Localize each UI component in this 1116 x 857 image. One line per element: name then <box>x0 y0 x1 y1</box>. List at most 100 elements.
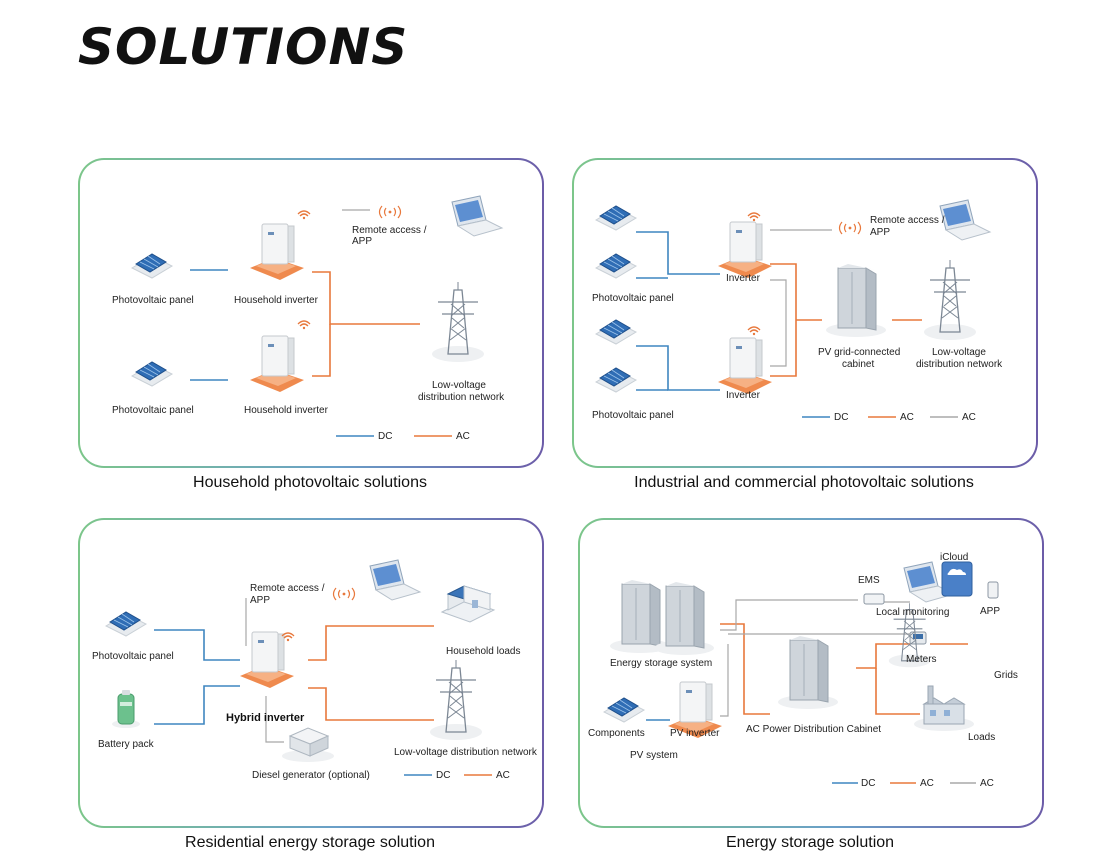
solar-panel-icon <box>595 367 637 393</box>
grids-label: Grids <box>994 670 1018 681</box>
ac-line <box>308 687 434 721</box>
phone-icon <box>987 581 999 599</box>
inverter-label: Inverter <box>726 273 761 284</box>
components-label: Components <box>588 728 645 739</box>
remote-access-label: Remote access / <box>352 225 427 236</box>
dc-line <box>154 629 240 661</box>
storage-caption: Energy storage solution <box>725 834 895 851</box>
generator-icon <box>281 727 335 763</box>
legend-ac-label: AC <box>456 431 470 442</box>
household-diagram: Photovoltaic panel Photovoltaic panel Ho… <box>112 195 505 442</box>
laptop-icon <box>369 559 421 601</box>
legend-ac-label: AC <box>920 778 934 789</box>
grid-label: Low-voltage <box>932 347 986 358</box>
dc-line <box>154 685 240 725</box>
inverter-label: Household inverter <box>244 405 329 416</box>
tower-icon <box>923 259 977 341</box>
wifi-icon <box>297 210 311 220</box>
grid-label: Low-voltage distribution network <box>394 747 538 758</box>
ems-label: EMS <box>858 575 880 586</box>
ess-label: Energy storage system <box>610 658 712 669</box>
solar-panel-icon <box>131 253 173 279</box>
solar-panel-icon <box>603 697 645 723</box>
inverter-label: Household inverter <box>234 295 319 306</box>
local-monitoring-label: Local monitoring <box>876 607 949 618</box>
legend-dc-label: DC <box>436 770 450 781</box>
residential-caption: Residential energy storage solution <box>185 834 435 851</box>
diesel-line <box>265 696 284 743</box>
signal-icon <box>838 221 862 235</box>
remote-access-label: Remote access / <box>870 215 945 226</box>
ac-line <box>312 324 331 377</box>
legend-dc-label: DC <box>834 412 848 423</box>
ac-cabinet-label: AC Power Distribution Cabinet <box>746 724 881 735</box>
wifi-icon <box>297 320 311 330</box>
ess-cabinet-icon <box>653 581 715 656</box>
residential-panel: Photovoltaic panel Battery pack Hybrid i… <box>78 518 544 828</box>
ac-line <box>875 668 920 715</box>
legend-ac-label: AC <box>900 412 914 423</box>
ac-line <box>856 643 910 669</box>
inverter-icon <box>249 223 305 281</box>
remote-access-label: Remote access / <box>250 583 325 594</box>
battery-label: Battery pack <box>98 739 155 750</box>
industrial-diagram: Photovoltaic panel Photovoltaic panel In… <box>592 199 1003 423</box>
pv-label: Photovoltaic panel <box>592 410 674 421</box>
solar-panel-icon <box>131 361 173 387</box>
solar-panel-icon <box>595 319 637 345</box>
solar-panel-icon <box>595 205 637 231</box>
ac2-line <box>720 599 858 631</box>
meters-label: Meters <box>906 654 937 665</box>
remote-access-label: APP <box>250 595 270 606</box>
cabinet-label: PV grid-connected <box>818 347 900 358</box>
solar-panel-icon <box>595 253 637 279</box>
diesel-label: Diesel generator (optional) <box>252 770 370 781</box>
storage-panel: iCloud EMS Local monitoring APP Energy s… <box>578 518 1044 828</box>
dc-line <box>636 345 720 391</box>
inverter-icon <box>239 631 295 689</box>
household-caption: Household photovoltaic solutions <box>193 474 427 491</box>
grid-label: Low-voltage <box>432 380 486 391</box>
legend-dc-label: DC <box>378 431 392 442</box>
ac2-line <box>770 279 787 367</box>
wifi-icon <box>747 326 761 336</box>
inverter-icon <box>717 221 773 279</box>
signal-icon <box>378 205 402 219</box>
tower-icon <box>429 659 483 741</box>
legend-ac-label: AC <box>496 770 510 781</box>
ac-line <box>312 271 420 325</box>
ac-line <box>720 623 770 715</box>
tower-icon <box>431 281 485 363</box>
legend-ac2-label: AC <box>962 412 976 423</box>
residential-diagram: Photovoltaic panel Battery pack Hybrid i… <box>92 559 538 781</box>
ac2-line <box>720 644 729 717</box>
dashboard-icon <box>941 561 973 597</box>
signal-icon <box>332 587 356 601</box>
inverter-label: Inverter <box>726 390 761 401</box>
ac-line <box>308 625 434 661</box>
icloud-label: iCloud <box>940 552 968 563</box>
household-loads-label: Household loads <box>446 646 521 657</box>
storage-diagram: iCloud EMS Local monitoring APP Energy s… <box>588 552 1018 789</box>
loads-label: Loads <box>968 732 995 743</box>
household-panel: Photovoltaic panel Photovoltaic panel Ho… <box>78 158 544 468</box>
inverter-icon <box>249 335 305 393</box>
pv-label: Photovoltaic panel <box>592 293 674 304</box>
dc-line <box>636 231 720 275</box>
factory-icon <box>913 685 975 732</box>
grid-label: distribution network <box>916 359 1003 370</box>
cabinet-icon <box>825 263 887 338</box>
industrial-caption: Industrial and commercial photovoltaic s… <box>634 474 974 491</box>
wifi-icon <box>747 212 761 222</box>
inverter-label: Hybrid inverter <box>226 712 305 724</box>
pv-inverter-label: PV inverter <box>670 728 720 739</box>
inverter-icon <box>717 337 773 395</box>
pv-label: Photovoltaic panel <box>112 405 194 416</box>
page-title: SOLUTIONS <box>78 18 409 76</box>
cabinet-label: cabinet <box>842 359 874 370</box>
industrial-panel: Photovoltaic panel Photovoltaic panel In… <box>572 158 1038 468</box>
legend-ac2-label: AC <box>980 778 994 789</box>
ac-line <box>770 263 797 377</box>
legend-dc-label: DC <box>861 778 875 789</box>
pv-label: Photovoltaic panel <box>92 651 174 662</box>
